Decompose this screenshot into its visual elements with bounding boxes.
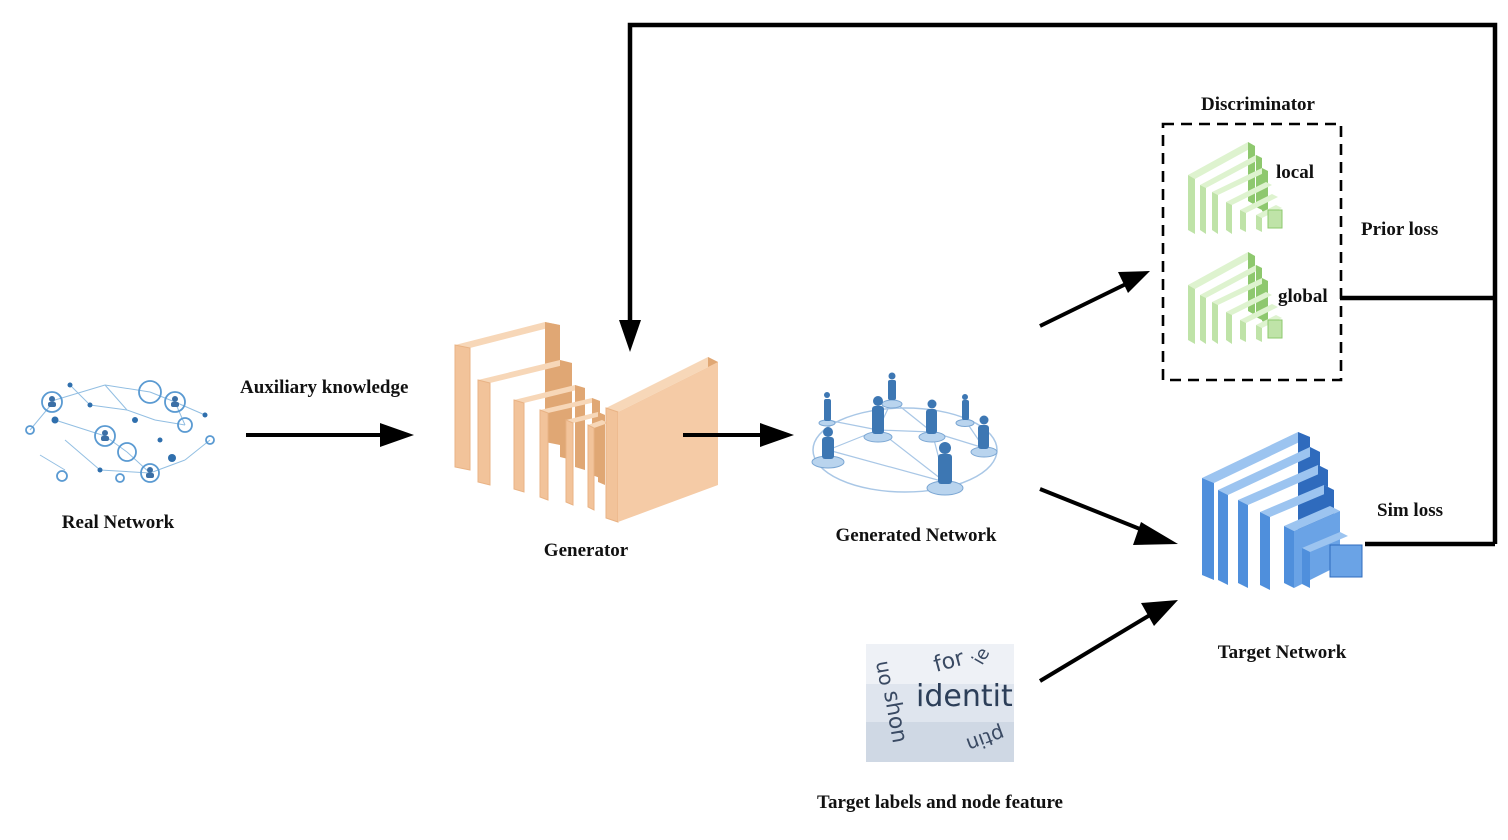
discriminator-box: [1161, 122, 1343, 382]
arrow-features-to-target: [1038, 600, 1178, 683]
generator-label: Generator: [543, 540, 629, 561]
global-label: global: [1278, 286, 1328, 307]
green-layer: [1240, 194, 1278, 232]
feedback-loop-line: [619, 22, 1498, 547]
generator-layer: [565, 412, 605, 506]
feature-word-d: uo: [871, 659, 899, 688]
real-network-icon: [25, 380, 215, 483]
sim-loss-label: Sim loss: [1377, 500, 1443, 521]
generator-icon: [454, 322, 718, 523]
generator-layer: [605, 357, 718, 523]
discriminator-label: Discriminator: [1201, 94, 1315, 115]
arrows: [246, 22, 1498, 683]
blue-layer: [1302, 532, 1363, 588]
target-network-icon: [1202, 432, 1363, 590]
arrow-generated-to-discriminator: [1039, 271, 1150, 328]
generator-layer: [587, 420, 608, 511]
feature-word-main: identit: [916, 679, 1013, 714]
arrow-real-to-generator: [246, 423, 414, 447]
green-layer: [1226, 182, 1272, 234]
target-network-label: Target Network: [1217, 642, 1347, 663]
generated-network-icon: [811, 372, 998, 496]
green-layer: [1256, 205, 1283, 232]
arrow-generator-to-generated: [683, 423, 794, 447]
generator-layer: [513, 385, 585, 493]
green-layer: [1256, 315, 1283, 342]
target-labels-label: Target labels and node feature: [817, 792, 1063, 813]
green-layer: [1240, 304, 1278, 342]
auxiliary-knowledge-label: Auxiliary knowledge: [240, 377, 409, 398]
generator-layer: [454, 322, 560, 471]
green-layer: [1226, 292, 1272, 344]
discriminator-local-icon: [1188, 142, 1283, 234]
generated-network-label: Generated Network: [835, 525, 997, 546]
arrow-generated-to-target: [1039, 487, 1178, 545]
prior-loss-label: Prior loss: [1361, 219, 1439, 240]
local-label: local: [1276, 162, 1314, 183]
discriminator-global-icon: [1188, 252, 1283, 344]
node-feature-image: identit for shon ptin uo ie: [866, 644, 1014, 762]
real-network-label: Real Network: [61, 512, 175, 533]
